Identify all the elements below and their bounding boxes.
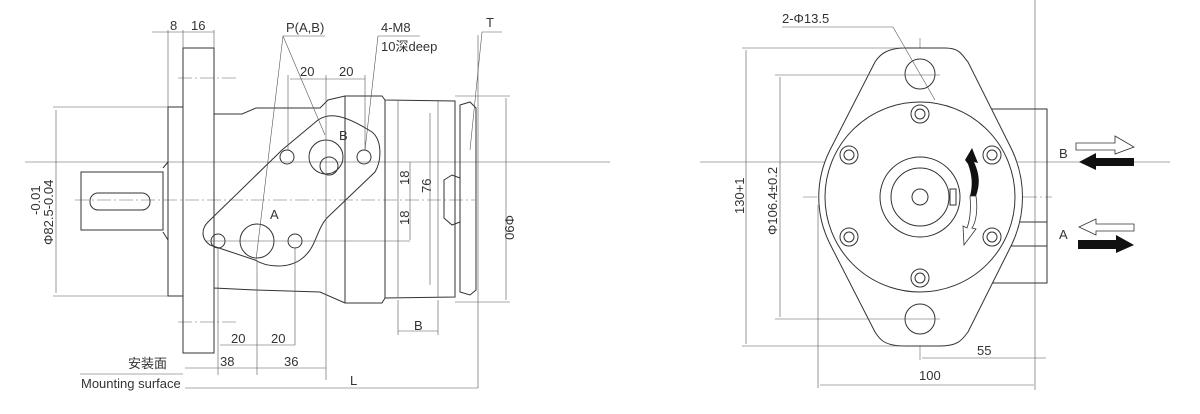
dim-38: 38 bbox=[220, 354, 234, 369]
port-b-inner bbox=[319, 156, 339, 176]
bolt-inner bbox=[843, 149, 855, 161]
dim-130: 130+1 bbox=[732, 177, 747, 214]
dim-20: 20 bbox=[231, 331, 245, 346]
body-circle bbox=[824, 101, 1016, 293]
port-b-label: B bbox=[339, 128, 348, 143]
mounting-flange bbox=[182, 47, 215, 354]
inflow-arrow-a-icon bbox=[1078, 218, 1135, 236]
dim-18: 18 bbox=[397, 171, 412, 185]
mounting-surface-cn: 安装面 bbox=[128, 356, 167, 371]
bolts bbox=[839, 104, 1002, 288]
mounting-flange-outline bbox=[818, 47, 1023, 347]
inflow-arrow-b-icon bbox=[1079, 153, 1134, 170]
pilot-diameter: Φ82.5-0.04 bbox=[41, 180, 56, 245]
dim-76: 76 bbox=[419, 179, 434, 193]
dim-phi90: Φ90 bbox=[502, 215, 517, 240]
rotation-arrow-cw-icon bbox=[965, 148, 979, 196]
hub-inner bbox=[890, 167, 950, 227]
dim-100: 100 bbox=[919, 368, 941, 383]
bolt bbox=[839, 145, 859, 165]
outflow-arrow-b-icon bbox=[1075, 135, 1135, 155]
bolt bbox=[839, 227, 859, 247]
port-label: P(A,B) bbox=[286, 20, 324, 35]
port-a-label: A bbox=[1059, 227, 1068, 242]
dim-b: B bbox=[414, 318, 423, 333]
dim-l: L bbox=[350, 373, 357, 388]
tank-label: T bbox=[486, 15, 494, 30]
leader-m8 bbox=[364, 35, 420, 151]
bolt-hole bbox=[279, 149, 295, 165]
dim-pcd: Φ106.4±0.2 bbox=[765, 167, 780, 235]
hole-leader bbox=[782, 26, 936, 101]
mounting-surface-en: Mounting surface bbox=[81, 376, 181, 391]
pilot bbox=[167, 106, 184, 297]
dim-20: 20 bbox=[271, 331, 285, 346]
bolt bbox=[910, 104, 930, 124]
dim-16: 16 bbox=[191, 18, 205, 33]
thread-label: 4-M8 bbox=[381, 20, 411, 35]
bolt-inner bbox=[986, 149, 998, 161]
front-view: 2-Φ13.5 130+1 Φ106.4±0.2 55 100 B A bbox=[700, 0, 1170, 390]
bolt-inner bbox=[914, 272, 926, 284]
key-slot bbox=[89, 192, 151, 211]
dim-55: 55 bbox=[977, 343, 991, 358]
bolt-hole bbox=[356, 149, 372, 165]
leader-t bbox=[469, 31, 502, 151]
shaft bbox=[80, 171, 164, 231]
bolt bbox=[910, 268, 930, 288]
shaft-center bbox=[911, 188, 929, 206]
end-cap bbox=[459, 101, 477, 296]
dim-8: 8 bbox=[170, 18, 177, 33]
port-b-label: B bbox=[1059, 146, 1068, 161]
pilot-tolerance: -0.01 bbox=[28, 185, 43, 215]
bolt-inner bbox=[986, 231, 998, 243]
mount-hole bbox=[904, 58, 936, 90]
bolt-inner bbox=[843, 231, 855, 243]
bolt bbox=[982, 145, 1002, 165]
leader-p-b bbox=[282, 35, 326, 136]
dim-20: 20 bbox=[339, 64, 353, 79]
dim-36: 36 bbox=[284, 354, 298, 369]
bolt bbox=[982, 227, 1002, 247]
side-view: 8 16 P(A,B) 4-M8 10深deep T 20 20 B A 18 … bbox=[25, 15, 610, 391]
port-a-label: A bbox=[270, 207, 279, 222]
tank-port bbox=[443, 174, 461, 226]
motor-body bbox=[213, 95, 456, 304]
hub-outer bbox=[879, 156, 961, 238]
rotation-arrow-ccw-icon bbox=[962, 195, 978, 247]
thread-depth: 10深deep bbox=[381, 39, 437, 54]
key bbox=[949, 188, 957, 206]
bolt-inner bbox=[914, 108, 926, 120]
shaft-step bbox=[162, 160, 169, 242]
dim-18: 18 bbox=[397, 211, 412, 225]
dim-20: 20 bbox=[300, 64, 314, 79]
port-plate bbox=[202, 115, 381, 267]
outflow-arrow-a-icon bbox=[1078, 235, 1134, 253]
hole-label: 2-Φ13.5 bbox=[782, 11, 829, 26]
